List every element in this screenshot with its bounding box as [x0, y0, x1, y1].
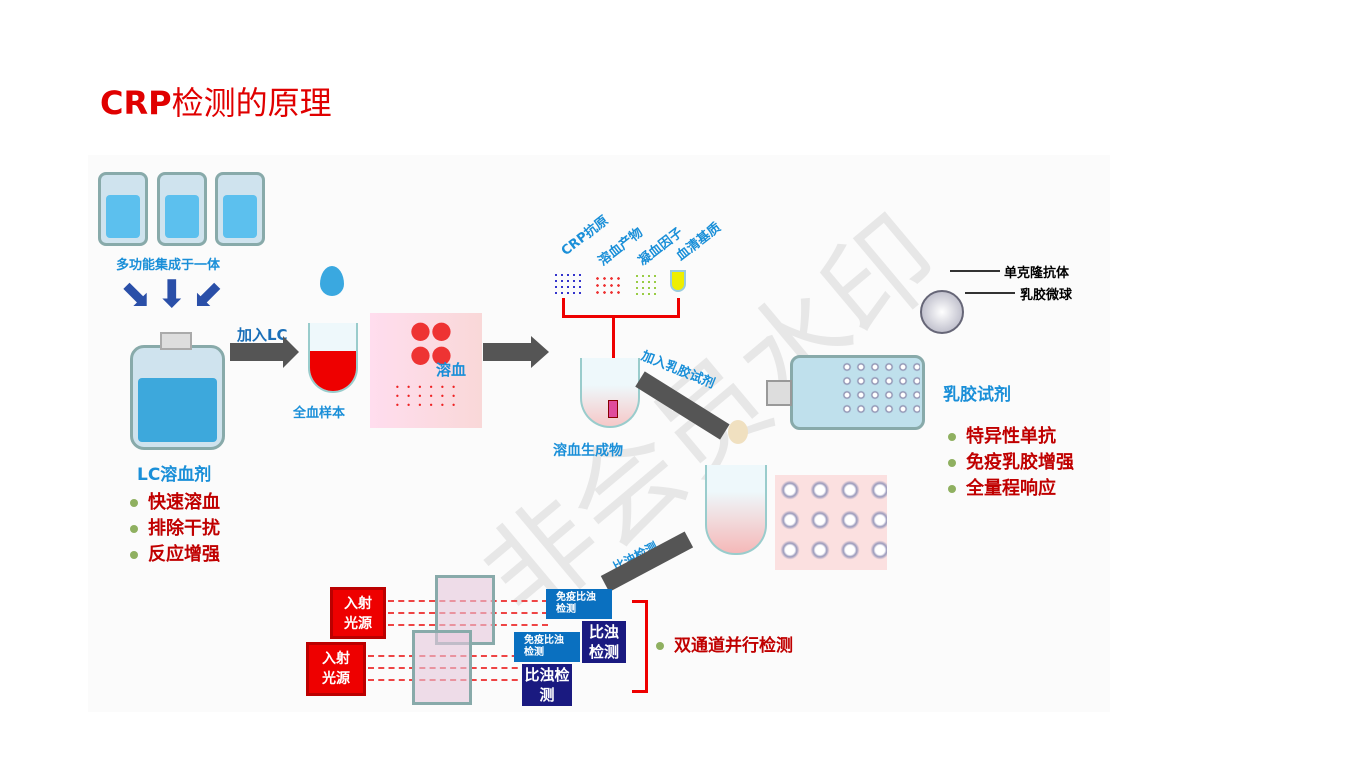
red-cells-icon: ●●●●: [410, 316, 452, 368]
cuvette-icon: [412, 630, 472, 705]
down-arrows-icon: ⬊⬇⬋: [120, 272, 228, 316]
arrow-head: [531, 336, 549, 368]
latex-reagent-label: 乳胶试剂: [943, 385, 1011, 405]
feature: 全量程响应: [948, 474, 1074, 500]
latex-features: 特异性单抗 免疫乳胶增强 全量程响应: [948, 422, 1074, 500]
feature: 快速溶血: [130, 488, 220, 514]
feature: 特异性单抗: [948, 422, 1074, 448]
latex-bottle-cap: [766, 380, 792, 406]
coag-dots-icon: [634, 273, 660, 295]
bullet-icon: [130, 525, 138, 533]
lc-features: 快速溶血 排除干扰 反应增强: [130, 488, 220, 566]
hemolysis-zoom: ●●●● • • • • • • • • • • • • • • • • • •…: [370, 313, 482, 428]
light-source-label: 入射光源: [322, 651, 350, 687]
detector-box: 比浊检测: [582, 621, 626, 663]
monoclonal-label: 单克隆抗体: [1004, 266, 1070, 281]
lysed-dots-icon: • • • • • • • • • • • • • • • • • •: [395, 383, 459, 410]
title-prefix: CRP: [100, 84, 172, 122]
bullet-icon: [130, 499, 138, 507]
bracket: [562, 298, 680, 318]
agglutination-zoom: [775, 475, 887, 570]
title-suffix: 检测的原理: [171, 84, 332, 122]
latex-bead-label: 乳胶微球: [1020, 288, 1073, 303]
immuno-label-box: 免疫比浊检测: [514, 632, 580, 662]
multi-label: 多功能集成于一体: [116, 258, 221, 273]
latex-beads-icon: [840, 360, 920, 415]
small-bottle-icon: [215, 172, 265, 246]
immuno-label: 免疫比浊检测: [556, 592, 596, 615]
small-bottle-icon: [157, 172, 207, 246]
hemolysis-label: 溶血: [436, 361, 467, 379]
right-arrow-icon: [483, 343, 533, 361]
feature-text: 排除干扰: [148, 518, 220, 539]
antibody-bead-icon: [920, 290, 964, 334]
feature-text: 特异性单抗: [966, 426, 1056, 447]
bullet-icon: [948, 459, 956, 467]
lc-reagent-label: LC溶血剂: [137, 465, 212, 485]
feature-text: 反应增强: [148, 544, 220, 565]
drop-icon: [320, 266, 344, 296]
detector-label: 比浊检测: [524, 666, 570, 704]
bullet-icon: [656, 642, 664, 650]
drop-icon: [728, 420, 748, 444]
page-title: CRP检测的原理: [100, 78, 332, 124]
lc-bottle-icon: [130, 345, 225, 450]
feature-text: 免疫乳胶增强: [966, 452, 1074, 473]
pink-marker: [608, 400, 618, 418]
feature-text: 快速溶血: [148, 492, 220, 513]
feature: 反应增强: [130, 540, 220, 566]
reaction-tube-icon: [705, 465, 767, 555]
feature-text: 全量程响应: [966, 478, 1056, 499]
dual-channel-label: 双通道并行检测: [674, 636, 793, 656]
dual-channel-item: 双通道并行检测: [656, 631, 793, 656]
light-source-box: 入射光源: [306, 642, 366, 696]
feature: 排除干扰: [130, 514, 220, 540]
bullet-icon: [948, 485, 956, 493]
immuno-label: 免疫比浊检测: [524, 635, 564, 658]
bullet-icon: [130, 551, 138, 559]
lc-bottle-cap: [160, 332, 192, 350]
pointer-line: [950, 270, 1000, 272]
hemolysate-label: 溶血生成物: [553, 443, 623, 459]
whole-blood-label: 全血样本: [293, 406, 346, 421]
arrow-head: [283, 336, 299, 368]
bullet-icon: [948, 433, 956, 441]
pointer-line: [965, 292, 1015, 294]
add-lc-label: 加入LC: [237, 326, 288, 344]
right-arrow-icon: [230, 343, 285, 361]
crp-dots-icon: [553, 272, 581, 298]
light-source-label: 入射光源: [344, 596, 372, 632]
detector-label: 比浊检测: [588, 623, 619, 661]
feature: 免疫乳胶增强: [948, 448, 1074, 474]
light-source-box: 入射光源: [330, 587, 386, 639]
right-bracket: [632, 600, 648, 693]
blood-tube-icon: [308, 323, 358, 393]
small-bottle-icon: [98, 172, 148, 246]
serum-tube-icon: [670, 270, 686, 292]
diagram-panel: [88, 155, 1110, 712]
detector-box: 比浊检测: [522, 664, 572, 706]
hemo-dots-icon: [594, 275, 622, 297]
immuno-label-box: 免疫比浊检测: [546, 589, 612, 619]
